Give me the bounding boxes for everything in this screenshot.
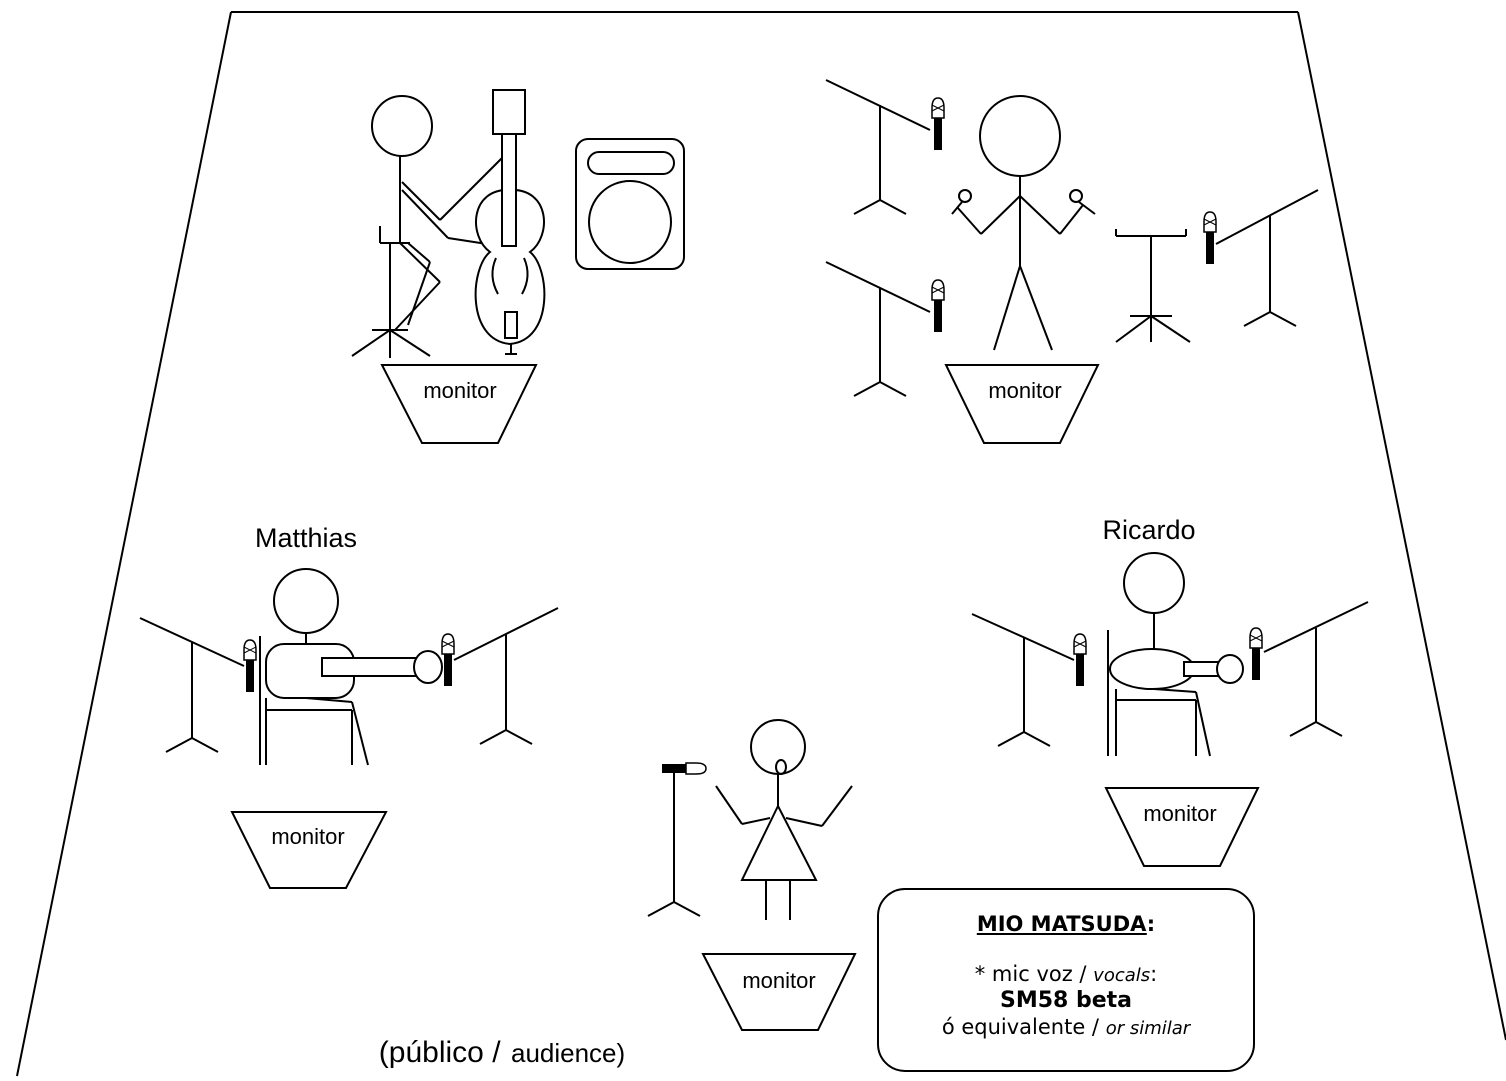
mic-stand [647, 762, 707, 917]
monitor-label: monitor [423, 378, 496, 403]
monitor-wedge: monitor [380, 364, 538, 444]
monitor-wedge: monitor [701, 953, 857, 1031]
mic-stand [139, 617, 257, 753]
mic-stand [1249, 601, 1369, 737]
info-equivalent-line: ó equivalente / or similar [941, 1015, 1191, 1039]
percussionist [951, 95, 1191, 351]
monitor-label: monitor [1143, 801, 1216, 826]
monitor-label: monitor [988, 378, 1061, 403]
mic-stand [1203, 189, 1319, 327]
mic-stand [971, 613, 1087, 747]
monitor-label: monitor [742, 968, 815, 993]
amplifier [575, 138, 685, 270]
monitor-label: monitor [271, 824, 344, 849]
audience-label: (público / audience) [379, 1036, 625, 1069]
mic-stand [825, 79, 945, 215]
monitor-wedge: monitor [1104, 787, 1260, 867]
mic-stand [825, 261, 945, 397]
info-mic-line: * mic voz / vocals: [974, 962, 1158, 986]
monitor-wedge: monitor [944, 364, 1100, 444]
double-bass-player [351, 89, 546, 358]
info-title: MIO MATSUDA: [976, 912, 1156, 936]
performer-name-ricardo: Ricardo [1102, 515, 1195, 545]
guitarist-matthias [259, 568, 443, 766]
info-mic-model: SM58 beta [999, 988, 1133, 1013]
singer [715, 719, 853, 920]
mic-stand [441, 607, 559, 745]
info-box: MIO MATSUDA: * mic voz / vocals: SM58 be… [877, 888, 1255, 1072]
stage-outline [16, 11, 1506, 1077]
performer-name-matthias: Matthias [255, 523, 357, 553]
monitor-wedge: monitor [230, 811, 388, 889]
guitarist-ricardo [1107, 552, 1244, 757]
